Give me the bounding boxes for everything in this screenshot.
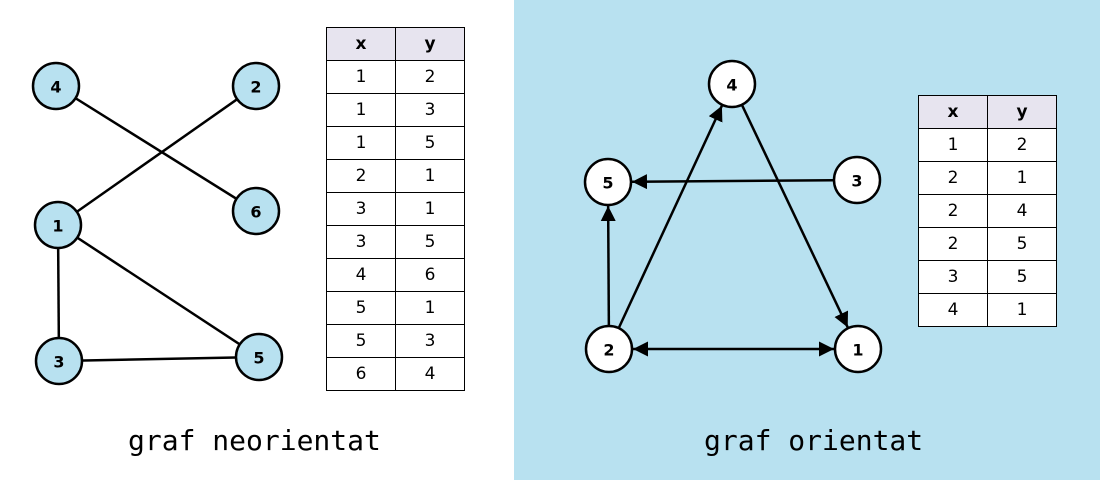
arc-3-5 bbox=[631, 174, 834, 190]
undirected-column-header-y: y bbox=[395, 27, 465, 61]
directed-node-label: 2 bbox=[603, 341, 614, 360]
directed-node-label: 5 bbox=[602, 174, 613, 193]
directed-node-label: 1 bbox=[852, 341, 863, 360]
table-cell: 6 bbox=[326, 357, 396, 391]
table-cell: 4 bbox=[918, 293, 988, 327]
directed-node-5: 5 bbox=[583, 157, 633, 207]
table-cell: 1 bbox=[395, 192, 465, 226]
table-cell: 1 bbox=[326, 60, 396, 94]
directed-graph: 1 2 3 4 5 bbox=[583, 59, 883, 374]
table-cell: 6 bbox=[395, 258, 465, 292]
edge-1-2 bbox=[57, 84, 257, 227]
undirected-node-label: 5 bbox=[253, 349, 264, 368]
table-cell: 1 bbox=[326, 93, 396, 127]
arc-4-1 bbox=[741, 105, 849, 328]
table-cell: 4 bbox=[987, 194, 1057, 228]
undirected-graph-caption: graf neorientat bbox=[128, 424, 381, 457]
table-cell: 4 bbox=[326, 258, 396, 292]
table-cell: 2 bbox=[918, 161, 988, 195]
table-cell: 5 bbox=[326, 291, 396, 325]
edge-1-5 bbox=[57, 223, 260, 359]
table-cell: 1 bbox=[395, 159, 465, 193]
table-cell: 2 bbox=[395, 60, 465, 94]
table-cell: 5 bbox=[987, 227, 1057, 261]
undirected-node-label: 4 bbox=[50, 78, 61, 97]
table-cell: 1 bbox=[395, 291, 465, 325]
table-cell: 3 bbox=[326, 225, 396, 259]
arc-2-5 bbox=[600, 205, 616, 326]
table-cell: 3 bbox=[395, 324, 465, 358]
directed-node-2: 2 bbox=[584, 324, 634, 374]
table-cell: 1 bbox=[918, 128, 988, 162]
undirected-node-label: 3 bbox=[53, 353, 64, 372]
undirected-node-1: 1 bbox=[33, 200, 83, 250]
table-cell: 1 bbox=[987, 161, 1057, 195]
undirected-node-label: 2 bbox=[250, 78, 261, 97]
undirected-node-4: 4 bbox=[31, 61, 81, 111]
undirected-node-5: 5 bbox=[234, 332, 284, 382]
table-cell: 5 bbox=[326, 324, 396, 358]
undirected-graph: 1 2 3 4 5 6 bbox=[31, 61, 284, 386]
table-cell: 3 bbox=[395, 93, 465, 127]
table-cell: 1 bbox=[326, 126, 396, 160]
undirected-node-2: 2 bbox=[231, 61, 281, 111]
directed-node-4: 4 bbox=[707, 59, 757, 109]
table-cell: 5 bbox=[987, 260, 1057, 294]
table-cell: 2 bbox=[918, 227, 988, 261]
table-cell: 1 bbox=[987, 293, 1057, 327]
undirected-node-label: 6 bbox=[250, 203, 261, 222]
undirected-node-3: 3 bbox=[34, 336, 84, 386]
undirected-column-header-x: x bbox=[326, 27, 396, 61]
undirected-node-6: 6 bbox=[231, 186, 281, 236]
table-cell: 2 bbox=[918, 194, 988, 228]
directed-node-label: 4 bbox=[726, 76, 737, 95]
directed-graph-caption: graf orientat bbox=[704, 424, 924, 457]
directed-column-header-x: x bbox=[918, 95, 988, 129]
directed-node-3: 3 bbox=[832, 155, 882, 205]
undirected-node-label: 1 bbox=[52, 217, 63, 236]
table-cell: 3 bbox=[918, 260, 988, 294]
directed-column-header-y: y bbox=[987, 95, 1057, 129]
arc-2-4 bbox=[617, 105, 724, 328]
table-cell: 2 bbox=[987, 128, 1057, 162]
edge-3-5 bbox=[58, 355, 260, 363]
directed-node-1: 1 bbox=[833, 324, 883, 374]
table-cell: 5 bbox=[395, 225, 465, 259]
table-cell: 3 bbox=[326, 192, 396, 226]
table-cell: 5 bbox=[395, 126, 465, 160]
table-cell: 2 bbox=[326, 159, 396, 193]
table-cell: 4 bbox=[395, 357, 465, 391]
directed-node-label: 3 bbox=[851, 172, 862, 191]
edge-4-6 bbox=[55, 84, 257, 213]
